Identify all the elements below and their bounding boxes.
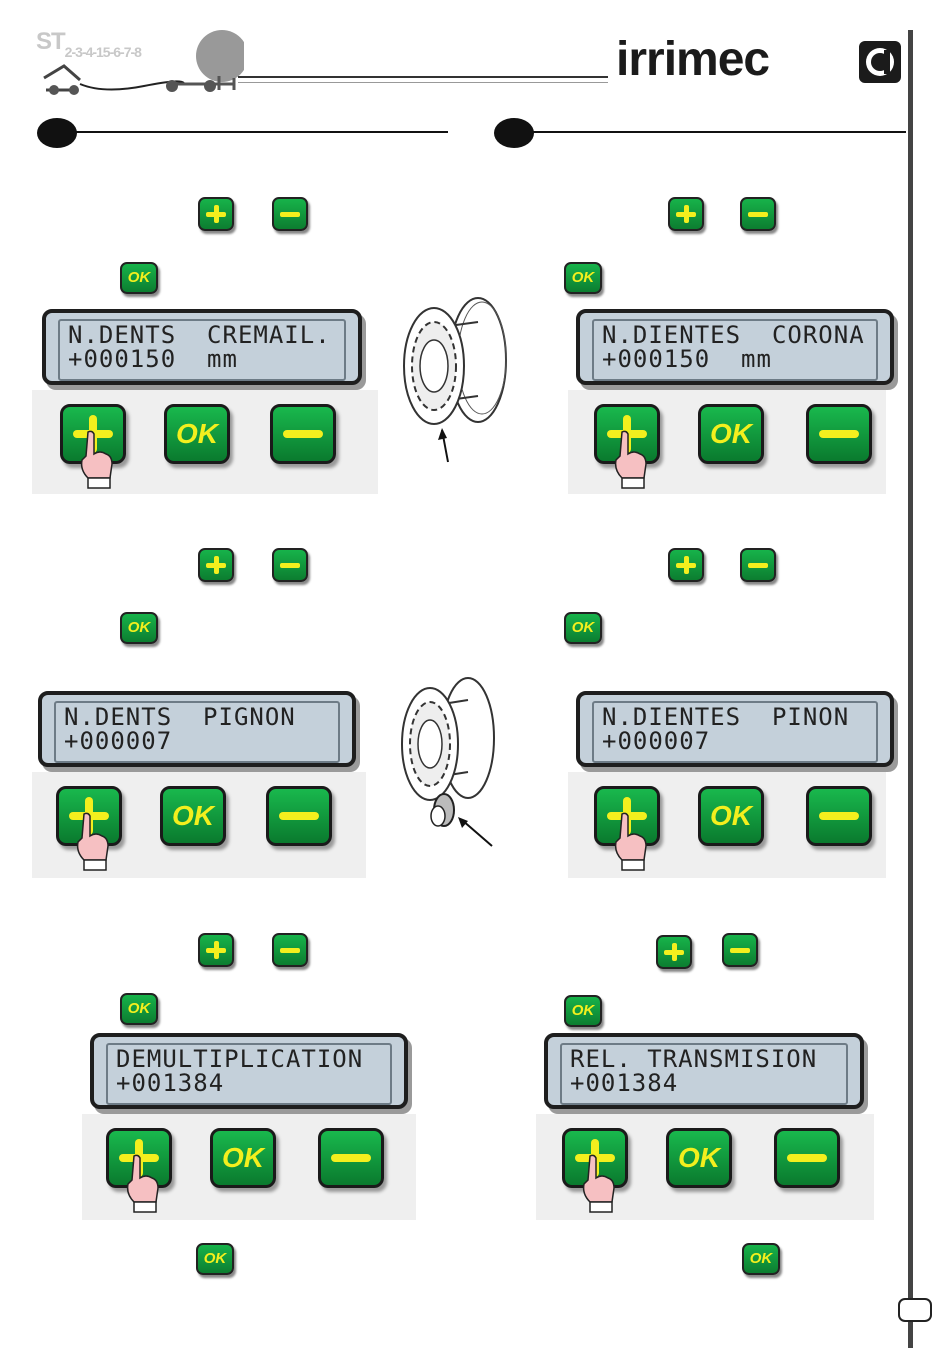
plus-button-small[interactable]	[198, 548, 234, 582]
lcd-display: N.DIENTES PINON +000007	[576, 691, 894, 767]
pointing-hand-icon	[610, 430, 650, 490]
minus-button-small[interactable]	[722, 933, 758, 967]
brand-name: irrimec	[616, 32, 769, 87]
pointing-hand-icon	[76, 430, 116, 490]
header-rule	[238, 76, 608, 83]
lcd-display: N.DIENTES CORONA +000150 mm	[576, 309, 894, 385]
lcd-line-1: N.DENTS PIGNON	[64, 705, 330, 729]
section-marker-right	[494, 118, 534, 148]
lcd-display: N.DENTS PIGNON +000007	[38, 691, 356, 767]
minus-button[interactable]	[774, 1128, 840, 1188]
minus-button-small[interactable]	[272, 933, 308, 967]
page-right-rail	[908, 30, 913, 1348]
brand-logo: irrimec	[612, 36, 904, 88]
minus-button[interactable]	[270, 404, 336, 464]
minus-button[interactable]	[806, 404, 872, 464]
minus-button[interactable]	[806, 786, 872, 846]
plus-button-small[interactable]	[198, 933, 234, 967]
pointing-hand-icon	[578, 1154, 618, 1214]
brand-emblem-icon	[858, 40, 902, 84]
ok-button[interactable]: OK	[666, 1128, 732, 1188]
lcd-line-1: N.DENTS CREMAIL.	[68, 323, 336, 347]
minus-button[interactable]	[318, 1128, 384, 1188]
section-marker-left	[37, 118, 77, 148]
minus-button-small[interactable]	[740, 197, 776, 231]
section-rule-left	[76, 131, 448, 133]
ok-button[interactable]: OK	[160, 786, 226, 846]
ok-button-small[interactable]: OK	[564, 995, 602, 1027]
ok-button-small[interactable]: OK	[742, 1243, 780, 1275]
lcd-line-2: +000150 mm	[602, 347, 868, 371]
lcd-line-2: +001384	[116, 1071, 382, 1095]
plus-button-small[interactable]	[198, 197, 234, 231]
lcd-line-2: +000007	[602, 729, 868, 753]
lcd-display: DEMULTIPLICATION +001384	[90, 1033, 408, 1109]
lcd-line-2: +001384	[570, 1071, 838, 1095]
page-number-tab	[898, 1298, 932, 1322]
minus-button-small[interactable]	[272, 197, 308, 231]
lcd-line-1: REL. TRANSMISION	[570, 1047, 838, 1071]
lcd-line-1: N.DIENTES PINON	[602, 705, 868, 729]
minus-button-small[interactable]	[740, 548, 776, 582]
lcd-line-1: N.DIENTES CORONA	[602, 323, 868, 347]
lcd-line-1: DEMULTIPLICATION	[116, 1047, 382, 1071]
lcd-line-2: +000150 mm	[68, 347, 336, 371]
ok-button[interactable]: OK	[164, 404, 230, 464]
ok-button[interactable]: OK	[698, 786, 764, 846]
ok-button-small[interactable]: OK	[196, 1243, 234, 1275]
pointing-hand-icon	[72, 812, 112, 872]
plus-button-small[interactable]	[668, 548, 704, 582]
ok-button-small[interactable]: OK	[120, 262, 158, 294]
ok-button-small[interactable]: OK	[564, 612, 602, 644]
hose-reel-icon	[398, 292, 513, 464]
minus-button-small[interactable]	[272, 548, 308, 582]
machine-drawing-icon	[34, 28, 244, 100]
plus-button-small[interactable]	[656, 935, 692, 969]
plus-button-small[interactable]	[668, 197, 704, 231]
lcd-line-2: +000007	[64, 729, 330, 753]
ok-button[interactable]: OK	[698, 404, 764, 464]
pointing-hand-icon	[122, 1154, 162, 1214]
lcd-display: N.DENTS CREMAIL. +000150 mm	[42, 309, 362, 385]
minus-button[interactable]	[266, 786, 332, 846]
section-rule-right	[532, 131, 906, 133]
ok-button[interactable]: OK	[210, 1128, 276, 1188]
hose-reel-with-pinion-icon	[398, 672, 498, 852]
pointing-hand-icon	[610, 812, 650, 872]
ok-button-small[interactable]: OK	[120, 993, 158, 1025]
lcd-display: REL. TRANSMISION +001384	[544, 1033, 864, 1109]
ok-button-small[interactable]: OK	[120, 612, 158, 644]
ok-button-small[interactable]: OK	[564, 262, 602, 294]
